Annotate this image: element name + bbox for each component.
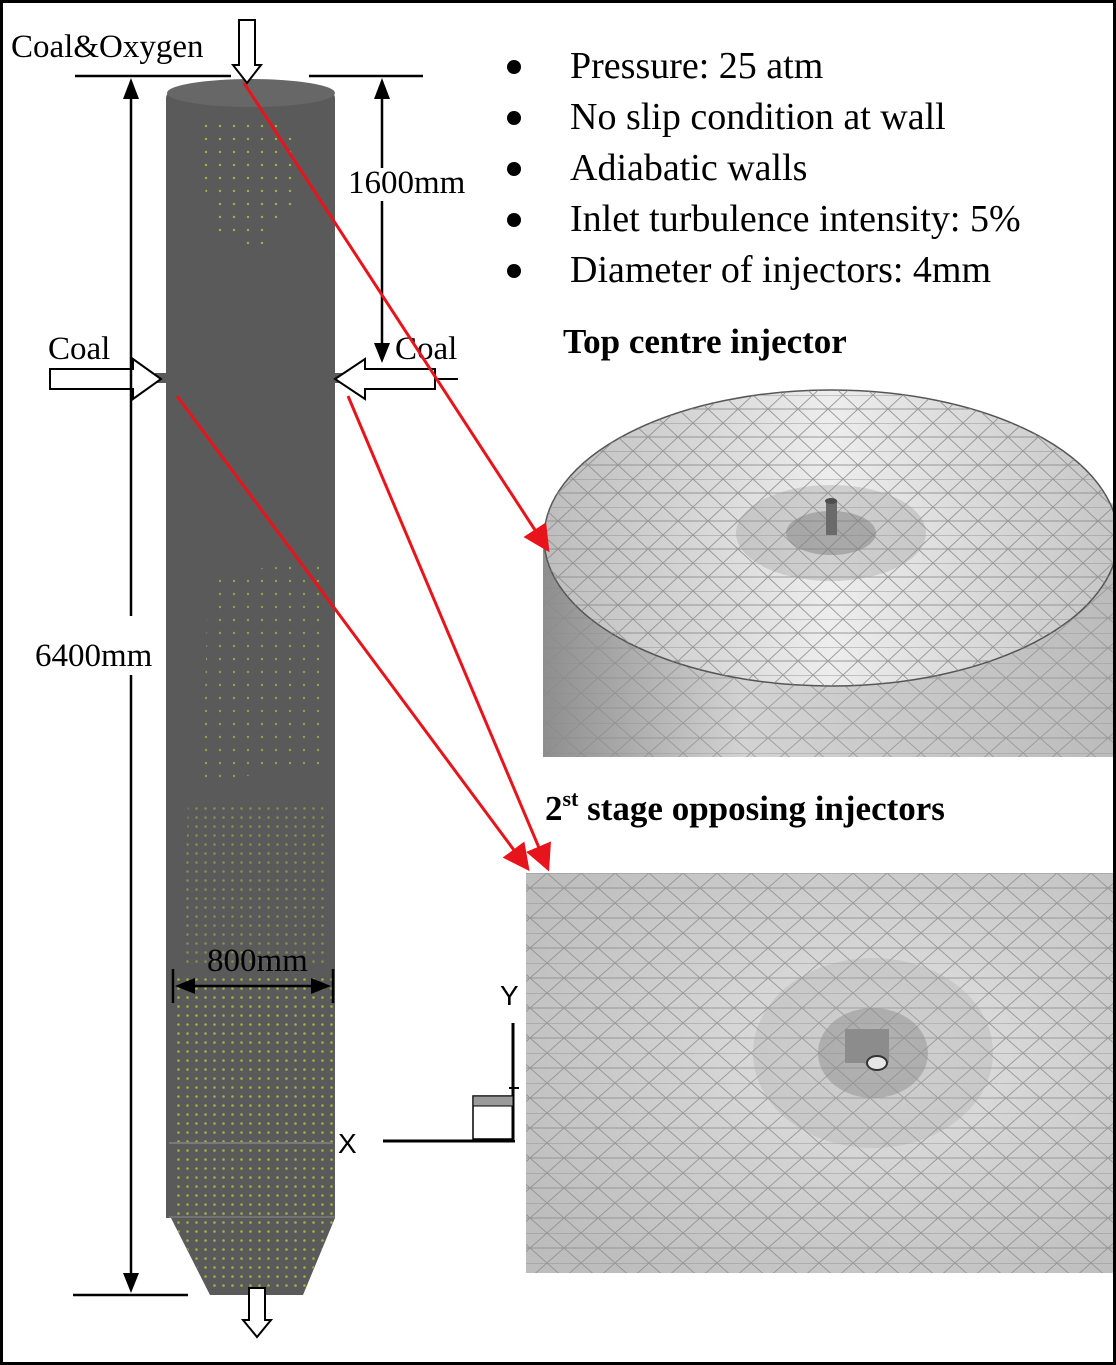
bullet-item: Inlet turbulence intensity: 5% xyxy=(507,198,1021,240)
stage2-caption-text: stage opposing injectors xyxy=(578,789,945,828)
bullet-text: Pressure: 25 atm xyxy=(570,45,823,87)
axis-x-label: X xyxy=(338,1128,357,1159)
bullet-dot xyxy=(507,60,521,74)
dimension-800-label: 800mm xyxy=(207,943,308,979)
boundary-conditions-list: Pressure: 25 atm No slip condition at wa… xyxy=(507,45,1021,291)
right-inlet-arrow xyxy=(333,357,436,401)
bullet-text: Diameter of injectors: 4mm xyxy=(570,249,991,291)
bullet-item: Adiabatic walls xyxy=(507,147,807,189)
stage2-caption-superscript: st xyxy=(563,786,580,811)
dimension-6400-label: 6400mm xyxy=(35,638,153,674)
top-injector-caption: Top centre injector xyxy=(563,322,847,361)
leader-arrows xyxy=(175,82,551,872)
stage2-caption-number: 2 xyxy=(545,789,563,828)
inlet-top-label: Coal&Oxygen xyxy=(11,29,203,65)
top-injector-mesh xyxy=(543,389,1113,757)
bullet-item: Pressure: 25 atm xyxy=(507,45,823,87)
coordinate-axes: Y X xyxy=(338,980,519,1159)
bullet-item: Diameter of injectors: 4mm xyxy=(507,249,991,291)
bullet-text: Inlet turbulence intensity: 5% xyxy=(570,198,1021,240)
bullet-dot xyxy=(507,264,521,278)
axis-y-label: Y xyxy=(500,980,519,1011)
gasifier-diagram: Coal&Oxygen Coal Coal 1600mm 6400mm 800m… xyxy=(11,19,1113,1339)
leader-arrow-top xyxy=(242,82,550,553)
bullet-dot xyxy=(507,162,521,176)
leader-arrow-right xyxy=(346,395,551,872)
bullet-text: No slip condition at wall xyxy=(570,96,946,138)
bullet-item: No slip condition at wall xyxy=(507,96,946,138)
left-inlet-arrow xyxy=(49,357,163,401)
outlet-arrow xyxy=(240,1287,274,1339)
stage2-caption: 2st stage opposing injectors xyxy=(545,786,945,828)
inlet-left-label: Coal xyxy=(48,331,110,367)
gasifier-body xyxy=(155,79,344,1295)
leader-arrow-left xyxy=(175,395,530,872)
bullet-text: Adiabatic walls xyxy=(570,147,807,189)
top-inlet-arrow xyxy=(230,19,264,85)
dimension-1600-label: 1600mm xyxy=(348,165,466,201)
dimension-lines xyxy=(73,74,423,1297)
stage2-injector-mesh xyxy=(526,873,1113,1273)
bullet-dot xyxy=(507,111,521,125)
bullet-dot xyxy=(507,213,521,227)
dimension-arrowheads xyxy=(123,78,390,1293)
